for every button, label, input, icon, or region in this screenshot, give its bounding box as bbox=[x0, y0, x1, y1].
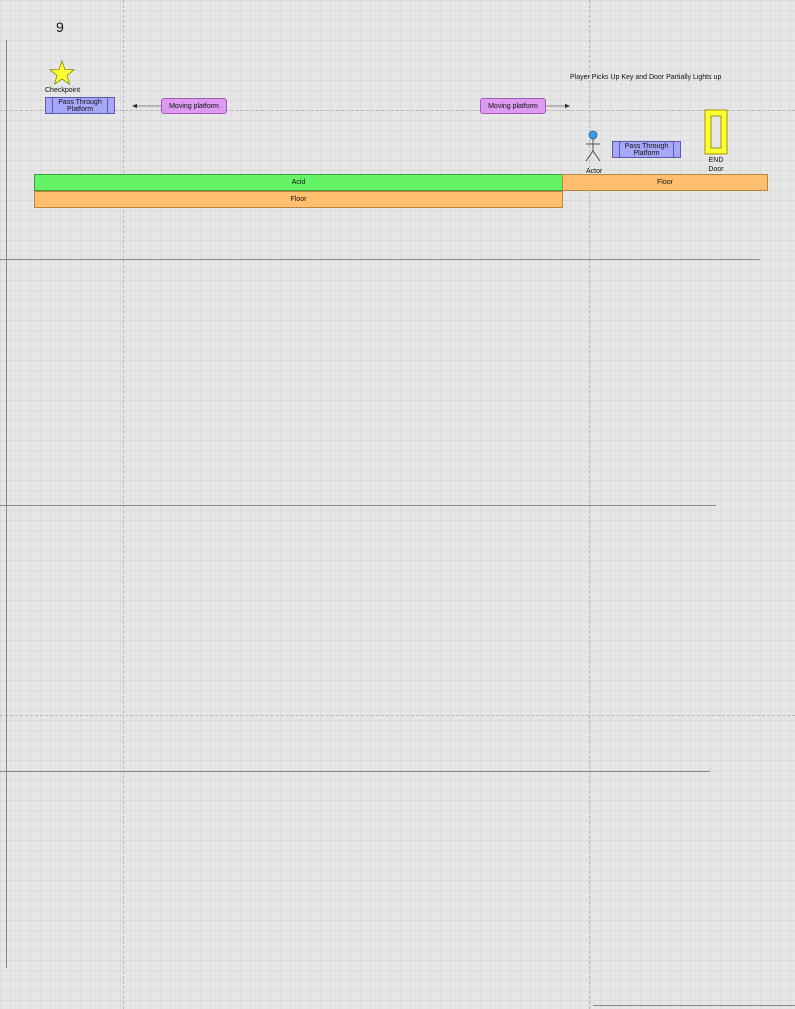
page-border-left bbox=[6, 40, 7, 968]
actor-icon[interactable] bbox=[583, 130, 603, 164]
pass-through-platform-left[interactable]: Pass Through Platform bbox=[45, 97, 115, 114]
floor-lower[interactable]: Floor bbox=[34, 191, 563, 208]
guide-line-h-top bbox=[0, 110, 795, 111]
end-door-label: END Door bbox=[700, 157, 732, 173]
page-divider-2 bbox=[0, 505, 716, 506]
pass-through-platform-right[interactable]: Pass Through Platform bbox=[612, 141, 681, 158]
floor-right[interactable]: Floor bbox=[562, 174, 768, 191]
move-right-arrow-icon bbox=[546, 103, 570, 109]
checkpoint-label: Checkpoint bbox=[45, 87, 81, 94]
page-number: 9 bbox=[56, 19, 64, 35]
guide-line-h-mid bbox=[0, 715, 795, 716]
page-divider-3 bbox=[0, 771, 710, 772]
end-door-label-line1: END bbox=[708, 157, 724, 164]
page-divider-1 bbox=[0, 259, 760, 260]
guide-line-v-left bbox=[123, 0, 124, 1009]
acid-label: Acid bbox=[291, 179, 306, 186]
moving-platform-right[interactable]: Moving platform bbox=[480, 98, 546, 114]
moving-platform-left-label: Moving platform bbox=[169, 102, 219, 110]
floor-right-label: Floor bbox=[657, 179, 673, 186]
move-left-arrow-icon bbox=[132, 103, 161, 109]
guide-line-v-right bbox=[589, 0, 590, 1009]
pass-through-platform-left-label: Pass Through Platform bbox=[58, 98, 102, 113]
moving-platform-left[interactable]: Moving platform bbox=[161, 98, 227, 114]
moving-platform-right-label: Moving platform bbox=[488, 102, 538, 110]
pass-through-platform-right-label: Pass Through Platform bbox=[624, 142, 669, 157]
checkpoint-star-icon[interactable] bbox=[49, 60, 75, 86]
end-door-label-line2: Door bbox=[708, 166, 724, 173]
floor-lower-label: Floor bbox=[290, 196, 307, 203]
end-door-icon[interactable] bbox=[704, 109, 728, 155]
actor-label: Actor bbox=[586, 168, 603, 175]
key-pickup-note: Player Picks Up Key and Door Partially L… bbox=[570, 74, 722, 81]
page-divider-bottom bbox=[593, 1005, 795, 1006]
acid-hazard[interactable]: Acid bbox=[34, 174, 563, 191]
